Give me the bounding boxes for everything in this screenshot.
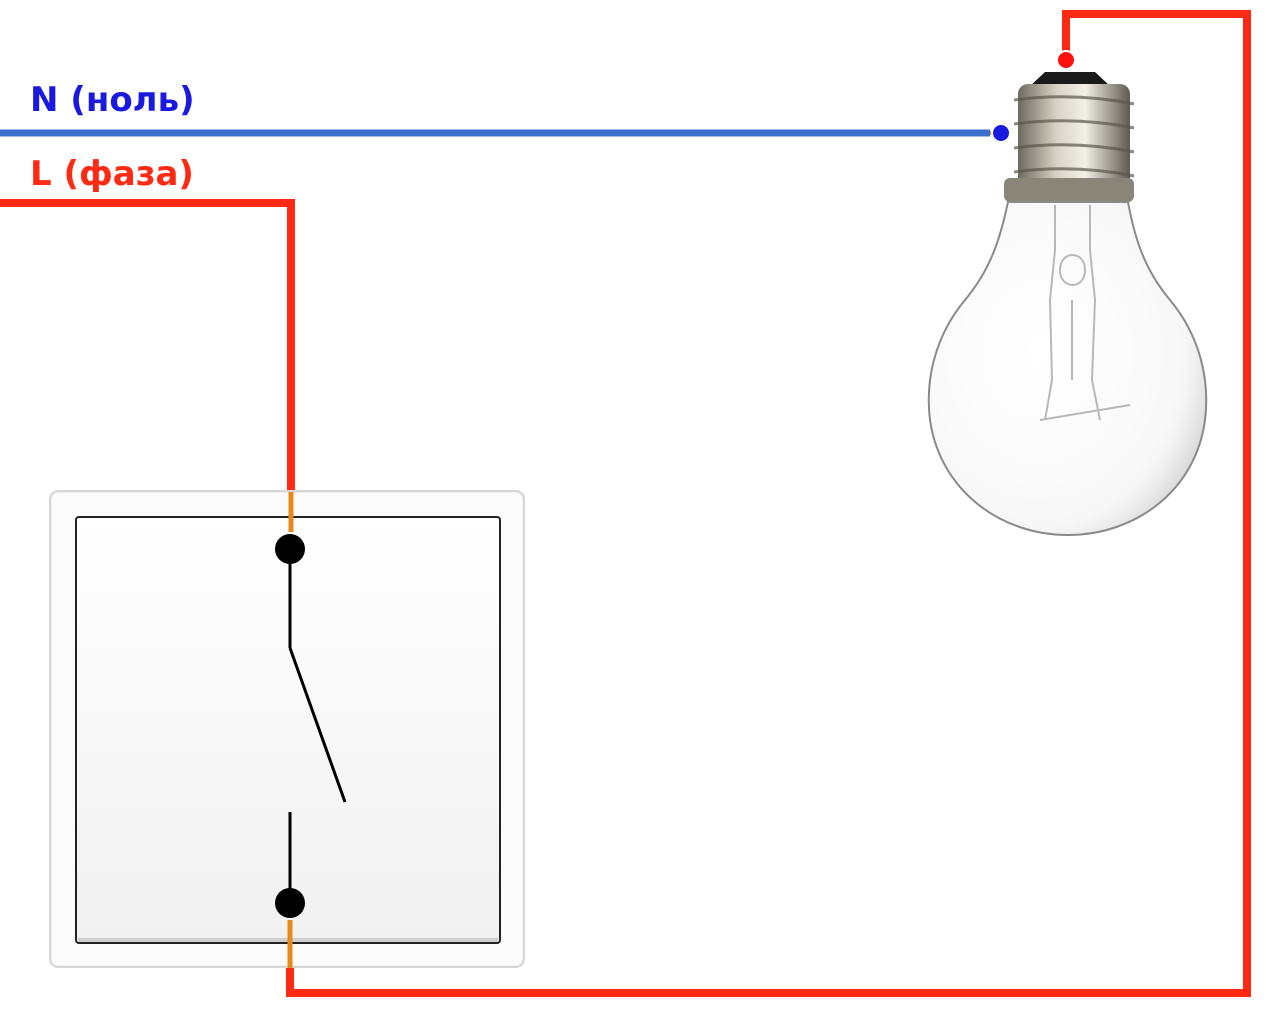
screw-threads — [1013, 95, 1135, 178]
light-bulb — [927, 50, 1208, 537]
terminal-dot-top — [275, 534, 305, 564]
phase-wire-switched — [286, 10, 1251, 997]
bulb-collar — [1004, 178, 1134, 202]
phase-wire-input — [0, 199, 295, 492]
light-switch — [49, 490, 525, 968]
lamp-neutral-terminal — [991, 123, 1011, 143]
lamp-phase-terminal — [1056, 50, 1076, 70]
bulb-glass — [927, 201, 1208, 537]
contact-blade-open — [288, 647, 347, 803]
terminal-dot-bottom — [275, 888, 305, 918]
neutral-label: N (ноль) — [30, 80, 195, 120]
bulb-contact-tip — [1030, 72, 1110, 86]
phase-label: L (фаза) — [30, 154, 194, 194]
switch-rocker — [75, 516, 501, 944]
bulb-screw-base — [1018, 84, 1130, 190]
bulb-filament — [1039, 205, 1131, 421]
